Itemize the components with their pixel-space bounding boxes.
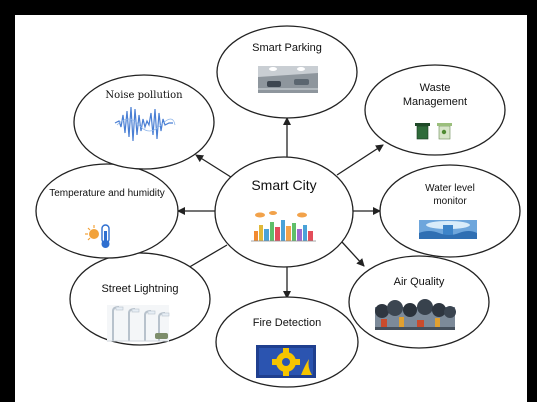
label-waste-management: Waste Management [402,82,468,108]
node-fire-detection [215,296,359,388]
label-street-lightning: Street Lightning [101,283,179,295]
thermometer-icon [85,224,110,248]
label-smart-parking: Smart Parking [252,42,322,54]
node-waste-management [364,64,506,156]
diagram-graphics [35,25,521,388]
node-temperature-humidity [35,163,179,259]
label-fire-detection: Fire Detection [252,317,322,329]
arrow-to-waste-management [336,144,384,176]
city-skyline-icon [251,211,316,242]
node-smart-city [214,156,354,268]
arrow-to-noise-pollution [195,154,235,180]
water-tank-icon [419,220,477,239]
parking-lot-icon [258,66,318,93]
label-noise-pollution: Noise pollution [105,90,183,101]
gear-fire-icon [256,345,316,378]
recycle-bins-icon [415,123,452,140]
label-water-level-monitor: Water level monitor [425,183,475,207]
diagram-canvas: Smart Parking Waste Management Water lev… [15,15,527,402]
arrow-to-air-quality [341,241,365,267]
polluted-city-icon [375,299,456,330]
sound-wave-icon [114,106,176,142]
node-water-level-monitor [379,164,521,258]
street-lamp-icon [107,305,170,342]
label-temperature-humidity: Temperature and humidity [49,188,165,199]
label-smart-city: Smart City [251,177,317,193]
label-air-quality: Air Quality [393,276,445,288]
